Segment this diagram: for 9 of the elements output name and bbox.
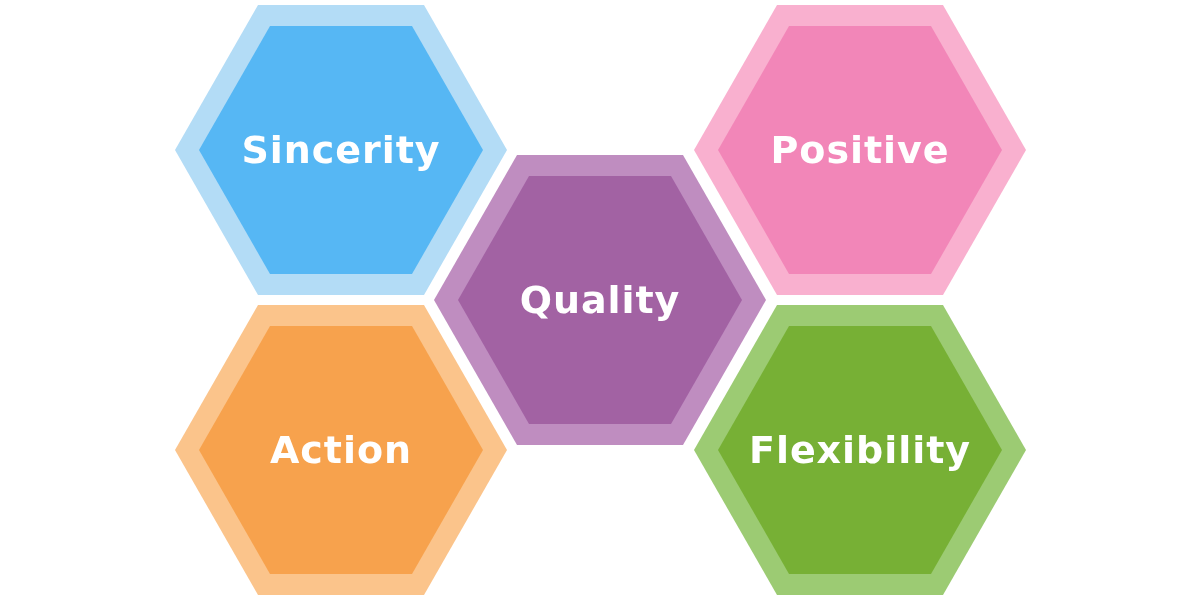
hexagon <box>694 5 1026 295</box>
hexagon <box>175 5 507 295</box>
hexagon-label: Positive <box>770 131 950 169</box>
hexagon-label: Action <box>270 431 412 469</box>
hexagon-label: Sincerity <box>241 131 441 169</box>
hexagon <box>694 305 1026 595</box>
hexagon-label: Flexibility <box>749 431 971 469</box>
hexagon-label: Quality <box>519 281 681 319</box>
hexagon <box>175 305 507 595</box>
